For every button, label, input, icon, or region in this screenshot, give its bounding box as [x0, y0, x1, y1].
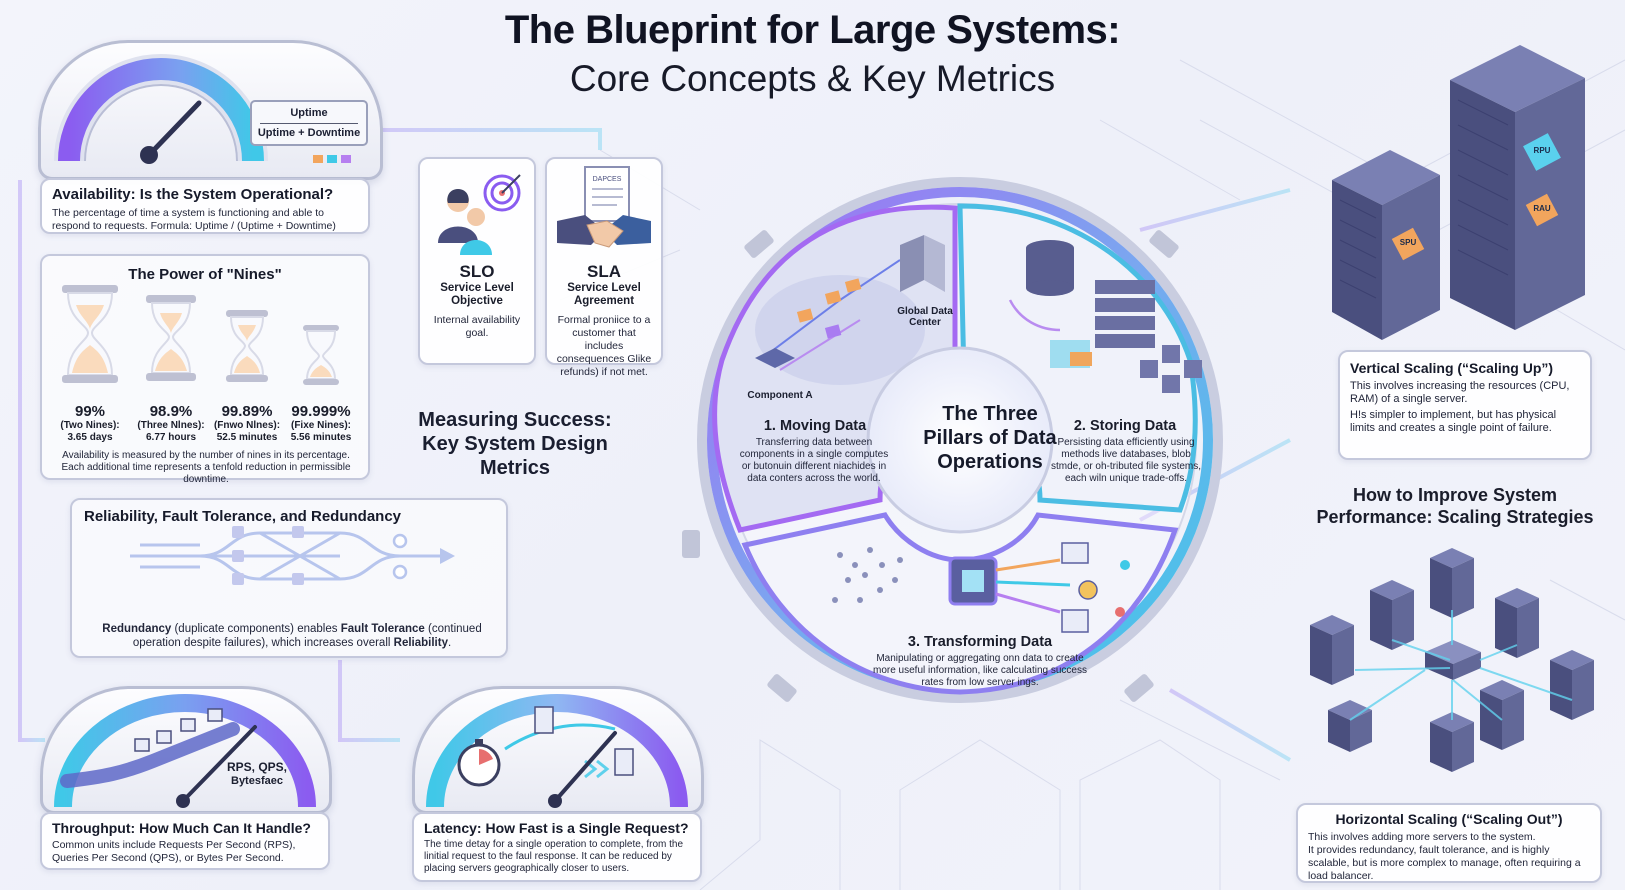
throughput-units-line2: Bytesfaec [231, 775, 283, 787]
vertical-scaling-text1: This involves increasing the resources (… [1350, 380, 1570, 405]
three-pillars-center: The Three Pillars of Data Operations [923, 403, 1057, 473]
throughput-units-line1: RPS, QPS, [226, 760, 288, 774]
slo-text: Internal availability goal. [433, 314, 521, 339]
reliability-card: Reliability, Fault Tolerance, and Redund… [70, 498, 508, 658]
redundancy-term: Redundancy [102, 623, 172, 635]
gauge-dial-icon [54, 54, 351, 164]
fault-tolerance-term: Fault Tolerance [340, 623, 425, 635]
availability-text: The percentage of time a system is funct… [52, 207, 336, 232]
latency-text: The time detay for a single operation to… [424, 839, 684, 874]
nines-value-1: 98.9% [149, 403, 193, 420]
person-target-icon [438, 174, 521, 255]
nines-footer: Availability is measured by the number o… [61, 450, 351, 485]
handshake-document-icon: DAPCES [557, 166, 651, 248]
throughput-gauge [40, 686, 332, 814]
slo-name-line1: Service Level [440, 282, 514, 294]
transforming-data-text: Manipulating or aggregating onn data to … [873, 653, 1087, 688]
throughput-title: Throughput: How Much Can It Handle? [52, 820, 311, 836]
throughput-dial-icon [54, 694, 316, 808]
measuring-line3: Metrics [479, 457, 551, 479]
rack-chip-rpu: RPU [1533, 146, 1551, 155]
slo-name-line2: Objective [451, 295, 503, 307]
vertical-scaling-title: Vertical Scaling (“Scaling Up”) [1350, 360, 1554, 376]
nines-label-2: (Fnwo Nlnes): [213, 420, 281, 431]
measuring-line1: Measuring Success: [418, 409, 612, 431]
reliability-text: Redundancy (duplicate components) enable… [102, 623, 482, 649]
measuring-line2: Key System Design [422, 433, 608, 455]
sla-name-line1: Service Level [567, 282, 641, 294]
reliability-term: Reliability [393, 637, 448, 649]
measuring-success-heading: Measuring Success: Key System Design Met… [395, 408, 635, 480]
nines-label-0: (Two Nines): [60, 420, 120, 431]
nines-value-2: 99.89% [221, 403, 273, 420]
storing-data-text: Persisting data efficiently using method… [1050, 437, 1202, 484]
nines-label-3: (Fixe Nines): [290, 420, 351, 431]
transforming-data-title: 3. Transforming Data [907, 634, 1053, 650]
sla-name-line2: Agreement [573, 295, 635, 307]
horizontal-scaling-title: Horizontal Scaling (“Scaling Out”) [1335, 811, 1563, 827]
nines-downtime-2: 52.5 minutes [216, 432, 278, 443]
nines-value-0: 99% [74, 403, 106, 420]
nines-downtime-1: 6.77 hours [145, 432, 197, 443]
latency-dial-icon [426, 694, 688, 808]
sla-text: Formal proniice to a customer that inclu… [556, 314, 652, 378]
throughput-text: Common units include Requests Per Second… [52, 839, 296, 864]
slo-card: SLO Service Level Objective Internal ava… [418, 157, 536, 365]
formula-denominator: Uptime + Downtime [257, 127, 361, 139]
nines-downtime-0: 3.65 days [67, 432, 113, 443]
availability-formula: Uptime Uptime + Downtime [250, 100, 368, 146]
component-a-label: Component A [747, 390, 813, 401]
latency-gauge [412, 686, 704, 814]
scaling-strategies-heading: How to Improve System Performance: Scali… [1316, 485, 1594, 527]
horizontal-scaling-text1: This involves adding more servers to the… [1308, 831, 1536, 843]
nines-title: The Power of "Nines" [128, 266, 282, 283]
sla-card: DAPCES SLA Service Level Agreement Forma… [545, 157, 663, 378]
rack-chip-rau: RAU [1533, 204, 1551, 213]
nines-card: The Power of "Nines" [40, 254, 370, 480]
sla-abbr: SLA [587, 262, 621, 281]
latency-title: Latency: How Fast is a Single Request? [424, 820, 689, 836]
storing-data-title: 2. Storing Data [1073, 418, 1177, 434]
rack-chip-spu: SPU [1399, 238, 1417, 247]
availability-title: Availability: Is the System Operational? [52, 186, 334, 203]
horizontal-scaling-text2: It provides redundancy, fault tolerance,… [1308, 844, 1581, 882]
latency-card: Latency: How Fast is a Single Request? T… [412, 812, 702, 882]
reliability-title: Reliability, Fault Tolerance, and Redund… [84, 508, 402, 525]
formula-numerator: Uptime [260, 102, 358, 124]
throughput-card: Throughput: How Much Can It Handle? Comm… [40, 812, 330, 870]
moving-data-title: 1. Moving Data [763, 418, 867, 434]
vertical-scaling-card: Vertical Scaling (“Scaling Up”) This inv… [1338, 350, 1592, 460]
nines-value-3: 99.999% [291, 403, 351, 420]
sla-doc-label: DAPCES [593, 176, 622, 183]
vertical-scaling-text2: H!s simpler to implement, but has physic… [1350, 409, 1557, 434]
page-subtitle: Core Concepts & Key Metrics [569, 58, 1056, 99]
nines-label-1: (Three Nlnes): [137, 420, 205, 431]
availability-card: Availability: Is the System Operational?… [40, 178, 370, 234]
nines-downtime-3: 5.56 minutes [290, 432, 352, 443]
moving-data-text: Transferring data between components in … [739, 437, 889, 484]
global-datacenter-label: Global Data Center [897, 306, 953, 328]
slo-abbr: SLO [459, 262, 495, 281]
horizontal-scaling-card: Horizontal Scaling (“Scaling Out”) This … [1296, 803, 1602, 883]
page-title: The Blueprint for Large Systems: [504, 8, 1121, 52]
